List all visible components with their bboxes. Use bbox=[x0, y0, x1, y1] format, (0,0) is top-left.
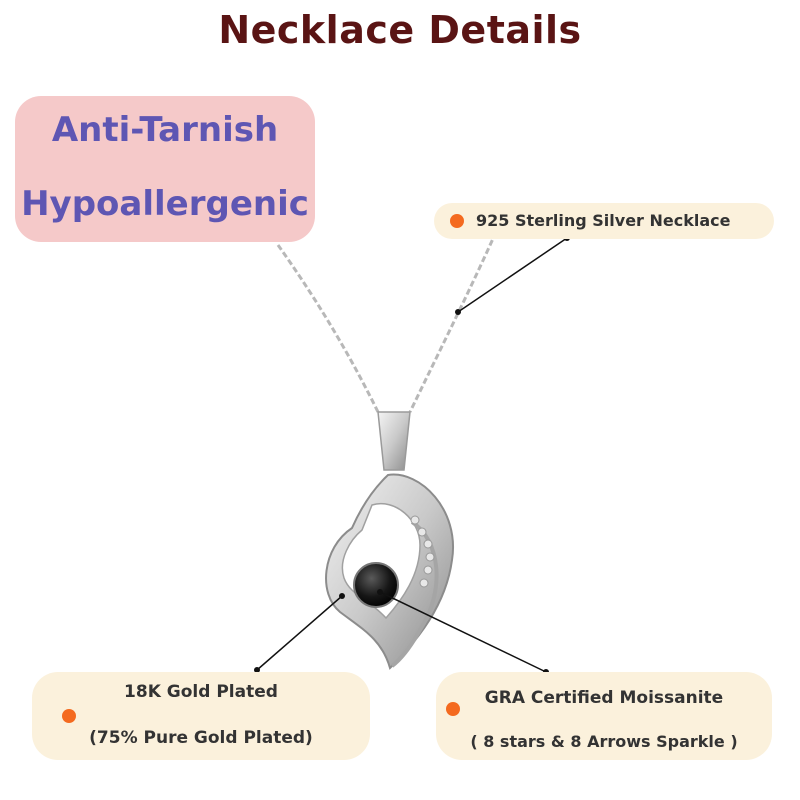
bullet-dot-icon bbox=[62, 709, 76, 723]
accent-stones bbox=[410, 515, 435, 588]
feature-box: Anti-Tarnish Hypoallergenic bbox=[15, 96, 315, 242]
callout-sterling-silver: 925 Sterling Silver Necklace bbox=[434, 203, 774, 239]
callout-gold-plated: 18K Gold Plated (75% Pure Gold Plated) bbox=[32, 672, 370, 760]
feature-hypoallergenic: Hypoallergenic bbox=[21, 184, 309, 224]
callout-moissanite-line1: GRA Certified Moissanite bbox=[484, 688, 724, 708]
callout-gold-plated-line1: 18K Gold Plated bbox=[124, 682, 278, 702]
bullet-dot-icon bbox=[450, 214, 464, 228]
chain-right bbox=[408, 231, 498, 413]
callout-gold-plated-line2: (75% Pure Gold Plated) bbox=[89, 728, 313, 748]
page-title: Necklace Details bbox=[218, 8, 582, 52]
chain-left bbox=[276, 244, 380, 413]
moissanite-gem bbox=[353, 562, 399, 608]
pendant-bail bbox=[377, 411, 411, 471]
bullet-dot-icon bbox=[446, 702, 460, 716]
callout-moissanite-line2: ( 8 stars & 8 Arrows Sparkle ) bbox=[470, 732, 738, 751]
callout-moissanite: GRA Certified Moissanite ( 8 stars & 8 A… bbox=[436, 672, 772, 760]
callout-sterling-silver-label: 925 Sterling Silver Necklace bbox=[476, 211, 731, 230]
feature-anti-tarnish: Anti-Tarnish bbox=[51, 110, 279, 150]
